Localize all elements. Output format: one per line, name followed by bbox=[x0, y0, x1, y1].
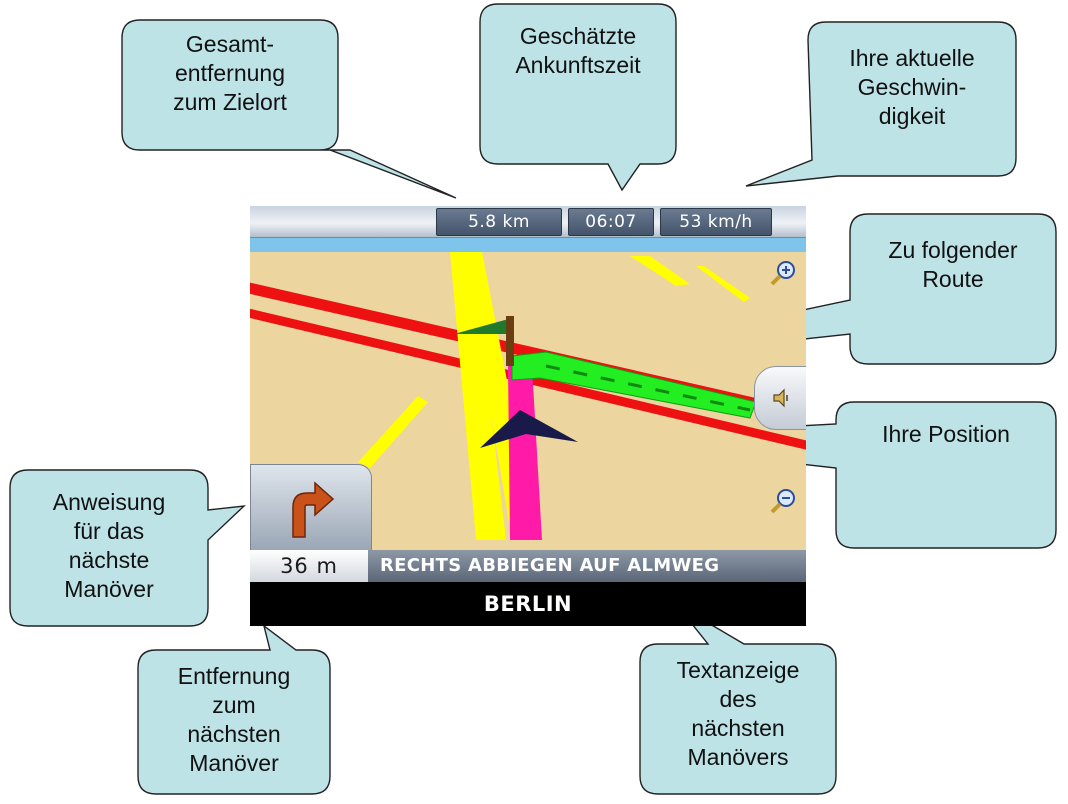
maneuver-distance-display: 36 m bbox=[250, 550, 368, 582]
secondary-road bbox=[450, 252, 506, 540]
route-direction-marks bbox=[545, 364, 751, 412]
callout-line: Manövers bbox=[687, 744, 789, 770]
maneuver-bar: 36 m RECHTS ABBIEGEN AUF ALMWEG bbox=[250, 550, 806, 582]
callout-line: des bbox=[719, 686, 757, 712]
callout-line: Ihre aktuelle bbox=[849, 45, 975, 71]
callout-line: Manöver bbox=[189, 750, 279, 776]
callout-line: Gesamt- bbox=[185, 31, 275, 57]
callout-route-text: Zu folgender Route bbox=[850, 236, 1056, 294]
flag-pole bbox=[506, 316, 514, 366]
callout-maneuver-instruction-text: Anweisung für das nächste Manöver bbox=[10, 488, 208, 604]
secondary-road bbox=[358, 396, 428, 468]
secondary-road bbox=[696, 266, 750, 302]
callout-line: Geschwin- bbox=[857, 74, 967, 100]
callout-line: digkeit bbox=[878, 103, 946, 129]
flag-cloth bbox=[454, 318, 512, 334]
callout-position-text: Ihre Position bbox=[836, 420, 1056, 449]
destination-flag-icon bbox=[454, 316, 514, 366]
zoom-in-icon[interactable] bbox=[770, 261, 795, 286]
callout-maneuver-distance-text: Entfernung zum nächsten Manöver bbox=[138, 662, 330, 778]
callout-line: für das bbox=[73, 518, 145, 544]
total-distance-display: 5.8 km bbox=[436, 208, 562, 236]
zoom-handle bbox=[770, 274, 782, 286]
horizon-strip bbox=[250, 238, 806, 252]
callout-line: Textanzeige bbox=[676, 657, 800, 683]
secondary-road bbox=[630, 256, 690, 286]
callout-speed-text: Ihre aktuelle Geschwin- digkeit bbox=[808, 44, 1016, 131]
maneuver-instruction-text: RECHTS ABBIEGEN AUF ALMWEG bbox=[380, 555, 720, 576]
callout-line: zum bbox=[212, 692, 256, 718]
callout-total-distance-text: Gesamt- entfernung zum Zielort bbox=[122, 30, 338, 117]
navigation-screen: 5.8 km 06:07 53 km/h 36 m RECHTS ABBIEGE… bbox=[250, 206, 806, 626]
speed-display: 53 km/h bbox=[660, 208, 772, 236]
arrival-time-display: 06:07 bbox=[568, 208, 654, 236]
callout-line: Ihre Position bbox=[882, 421, 1010, 447]
status-bar: 5.8 km 06:07 53 km/h bbox=[250, 206, 806, 238]
zoom-handle bbox=[770, 502, 782, 514]
callout-line: Anweisung bbox=[52, 489, 166, 515]
callout-line: nächste bbox=[68, 547, 150, 573]
callout-line: zum Zielort bbox=[173, 89, 287, 115]
route-to-follow bbox=[511, 351, 757, 419]
speaker-icon bbox=[773, 388, 788, 408]
current-road bbox=[508, 366, 542, 540]
turn-arrow bbox=[292, 481, 335, 538]
callout-line: Manöver bbox=[64, 576, 154, 602]
callout-line: Route bbox=[922, 266, 984, 292]
current-position-arrow-icon bbox=[480, 410, 578, 448]
city-name-display: BERLIN bbox=[250, 582, 806, 626]
callout-arrival-time-text: Geschätzte Ankunftszeit bbox=[480, 22, 676, 80]
callout-line: Geschätzte bbox=[519, 23, 637, 49]
callout-line: nächsten bbox=[691, 715, 785, 741]
callout-line: Ankunftszeit bbox=[515, 52, 641, 78]
turn-right-arrow-icon bbox=[292, 481, 335, 538]
callout-line: nächsten bbox=[187, 721, 281, 747]
callout-maneuver-text-text: Textanzeige des nächsten Manövers bbox=[640, 656, 836, 772]
callout-line: Entfernung bbox=[177, 663, 291, 689]
callout-line: Zu folgender bbox=[888, 237, 1018, 263]
callout-line: entfernung bbox=[175, 60, 285, 86]
speaker-body bbox=[773, 388, 785, 408]
next-maneuver-button[interactable] bbox=[250, 464, 372, 552]
zoom-out-icon[interactable] bbox=[770, 489, 795, 514]
sound-button[interactable] bbox=[754, 366, 806, 430]
